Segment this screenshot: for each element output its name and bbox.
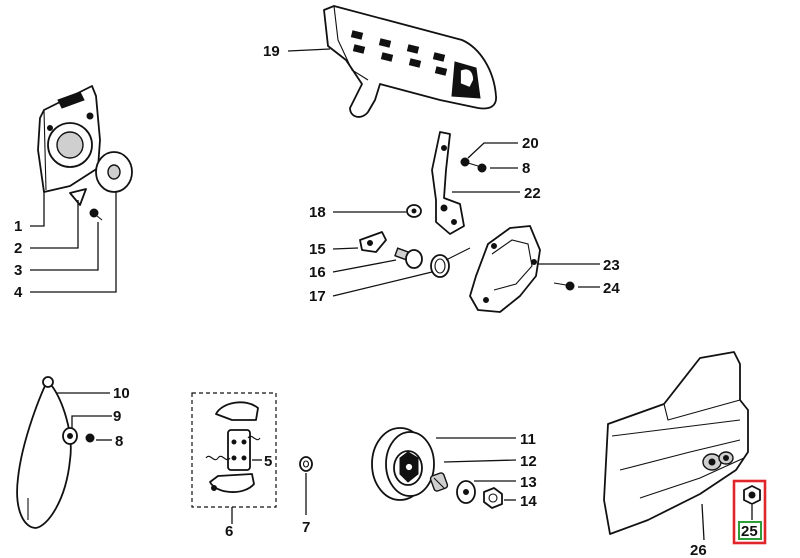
label-8-lower: 8	[115, 433, 123, 450]
label-2: 2	[14, 240, 22, 257]
part-18-washer[interactable]	[406, 204, 422, 218]
part-2-bracket[interactable]	[69, 188, 87, 206]
part-17-spring[interactable]	[430, 247, 471, 278]
part-10-cable[interactable]	[16, 376, 72, 529]
part-13-washer[interactable]	[456, 480, 476, 504]
part-14-nut[interactable]	[483, 487, 503, 509]
label-25: 25	[741, 523, 758, 540]
label-14: 14	[520, 493, 537, 510]
label-9: 9	[113, 408, 121, 425]
part-8-washer-upper[interactable]	[477, 163, 487, 173]
label-18: 18	[309, 204, 326, 221]
part-15-clip[interactable]	[359, 231, 387, 253]
part-16-bolt[interactable]	[394, 247, 423, 269]
label-19: 19	[263, 43, 280, 60]
part-9-eyelet[interactable]	[62, 427, 78, 445]
label-13: 13	[520, 474, 537, 491]
label-16: 16	[309, 264, 326, 281]
label-1: 1	[14, 218, 22, 235]
clutch-assembly-box	[191, 392, 277, 508]
part-11-clutch-drum[interactable]	[371, 427, 435, 501]
label-24: 24	[603, 280, 620, 297]
label-3: 3	[14, 262, 22, 279]
part-1-housing-plate[interactable]	[37, 85, 101, 193]
part-3-screw[interactable]	[89, 208, 103, 221]
label-12: 12	[520, 453, 537, 470]
label-25-box	[738, 521, 762, 540]
part-7-washer[interactable]	[299, 456, 313, 472]
label-23: 23	[603, 257, 620, 274]
label-10: 10	[113, 385, 130, 402]
label-8-upper: 8	[522, 160, 530, 177]
part-23-cover[interactable]	[469, 225, 541, 313]
label-17: 17	[309, 288, 326, 305]
part-19-chain-guard[interactable]	[323, 5, 497, 118]
part-25-nut[interactable]	[743, 485, 761, 505]
part-12-bearing[interactable]	[429, 472, 449, 492]
part-6-clutch-assembly[interactable]	[205, 401, 261, 493]
part-24-screw[interactable]	[553, 281, 575, 291]
label-5: 5	[264, 453, 272, 470]
label-26: 26	[690, 542, 707, 558]
label-20: 20	[522, 135, 539, 152]
label-15: 15	[309, 241, 326, 258]
label-4: 4	[14, 284, 23, 301]
label-6: 6	[225, 523, 233, 540]
highlight-box	[732, 479, 767, 545]
part-20-screw[interactable]	[460, 157, 479, 167]
part-8-screw-lower[interactable]	[85, 433, 95, 443]
part-22-lever[interactable]	[431, 131, 465, 235]
label-22: 22	[524, 185, 541, 202]
part-4-disc[interactable]	[95, 151, 133, 193]
label-11: 11	[520, 431, 536, 448]
label-7: 7	[302, 519, 310, 536]
part-26-sprocket-cover[interactable]	[603, 351, 749, 535]
